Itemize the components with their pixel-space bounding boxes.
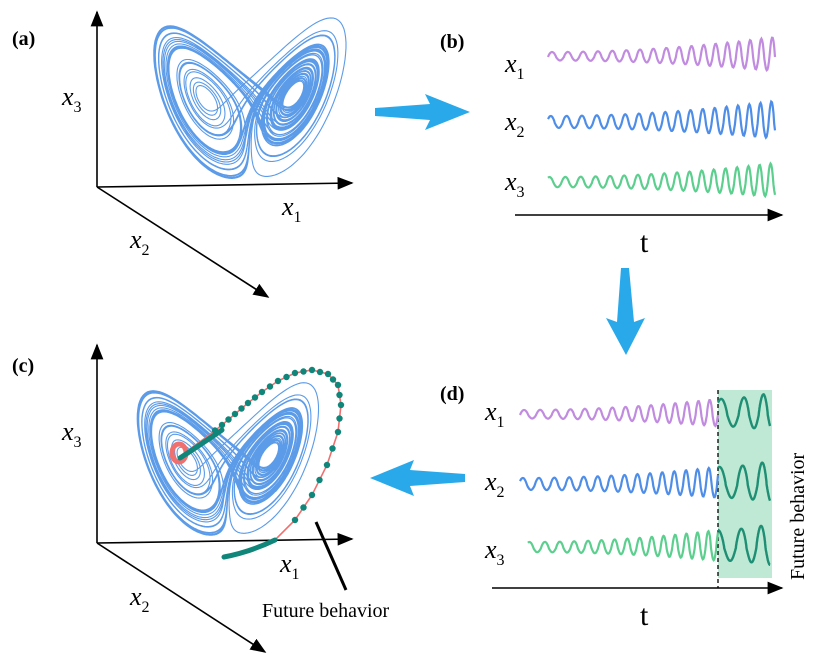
panel-d: (d) x1 x2 x3 t Future behavior bbox=[440, 383, 809, 632]
arrow-right-icon bbox=[375, 94, 470, 130]
axes-c bbox=[90, 343, 354, 653]
panel-b: (b) x1 x2 x3 t bbox=[440, 31, 784, 259]
trajectory-point bbox=[336, 391, 343, 399]
axis-label-x2-a: x2 bbox=[129, 225, 150, 259]
series-label-x2-d: x2 bbox=[484, 467, 505, 501]
timeseries-x1-d bbox=[518, 398, 720, 428]
trajectory-point bbox=[308, 491, 316, 499]
timeseries-x2-b bbox=[547, 99, 777, 140]
trajectory-point bbox=[231, 410, 239, 418]
series-label-x3-b: x3 bbox=[504, 167, 525, 201]
trajectory-point bbox=[316, 368, 324, 376]
trajectory-point bbox=[238, 405, 245, 412]
arrow-left-icon bbox=[370, 460, 465, 496]
panel-a-label: (a) bbox=[12, 28, 35, 50]
trajectory-point bbox=[291, 369, 299, 377]
axis-label-x3-c: x3 bbox=[61, 417, 82, 451]
trajectory-point bbox=[225, 416, 232, 423]
panel-b-label: (b) bbox=[440, 31, 464, 53]
time-label-b: t bbox=[640, 226, 649, 259]
time-label-d: t bbox=[640, 599, 649, 632]
trajectory-point bbox=[334, 428, 342, 436]
series-label-x1-b: x1 bbox=[504, 49, 525, 83]
axis-label-x2-c: x2 bbox=[129, 582, 150, 616]
axis-label-x3-a: x3 bbox=[61, 82, 82, 116]
trajectory-point bbox=[324, 370, 332, 378]
true-trajectory-head bbox=[177, 427, 225, 461]
trajectory-point bbox=[337, 401, 345, 409]
timeseries-x3-d bbox=[527, 529, 720, 562]
trajectory-point bbox=[300, 368, 307, 375]
trajectory-point bbox=[316, 476, 323, 484]
trajectory-point bbox=[251, 394, 259, 401]
future-series-x1 bbox=[716, 393, 772, 430]
panel-a: (a) x3 x1 x2 bbox=[12, 10, 354, 298]
timeseries-x2-d bbox=[519, 466, 720, 499]
future-series-x2 bbox=[717, 461, 772, 502]
true-trajectory-tail bbox=[221, 537, 278, 560]
axis-label-x1-a: x1 bbox=[281, 192, 302, 226]
future-behavior-vertical-label: Future behavior bbox=[787, 452, 809, 580]
lorenz-attractor-c bbox=[136, 382, 320, 536]
axis-label-x1-c: x1 bbox=[279, 549, 300, 583]
timeseries-x3-b bbox=[547, 161, 777, 199]
panel-c-label: (c) bbox=[12, 355, 34, 377]
trajectory-point bbox=[336, 415, 343, 422]
trajectory-point bbox=[300, 504, 307, 511]
true-trajectory-points bbox=[211, 366, 345, 524]
trajectory-point bbox=[218, 421, 226, 429]
trajectory-point bbox=[244, 399, 252, 407]
trajectory-point bbox=[329, 376, 337, 383]
trajectory-point bbox=[308, 366, 316, 374]
series-label-x1-d: x1 bbox=[484, 397, 505, 431]
trajectory-point bbox=[258, 388, 266, 396]
trajectory-point bbox=[323, 461, 331, 469]
trajectory-point bbox=[274, 377, 282, 385]
trajectory-point bbox=[283, 373, 290, 381]
lorenz-attractor-a bbox=[153, 17, 347, 179]
trajectory-point bbox=[266, 383, 274, 390]
trajectory-point bbox=[329, 445, 336, 452]
arrow-down-icon bbox=[606, 268, 645, 355]
trajectory-point bbox=[291, 516, 299, 524]
future-behavior-pointer bbox=[314, 521, 348, 591]
series-label-x2-b: x2 bbox=[504, 107, 525, 141]
panel-c: (c) x3 x1 x2 Future behavior bbox=[12, 343, 390, 653]
future-window bbox=[718, 390, 772, 578]
trajectory-point bbox=[211, 427, 219, 434]
axes-a bbox=[90, 10, 354, 298]
future-behavior-label: Future behavior bbox=[262, 600, 390, 622]
trajectory-point bbox=[334, 381, 342, 389]
future-series-x3 bbox=[717, 524, 771, 566]
series-label-x3-d: x3 bbox=[484, 535, 505, 569]
timeseries-x1-b bbox=[546, 36, 777, 72]
panel-d-label: (d) bbox=[440, 383, 464, 405]
